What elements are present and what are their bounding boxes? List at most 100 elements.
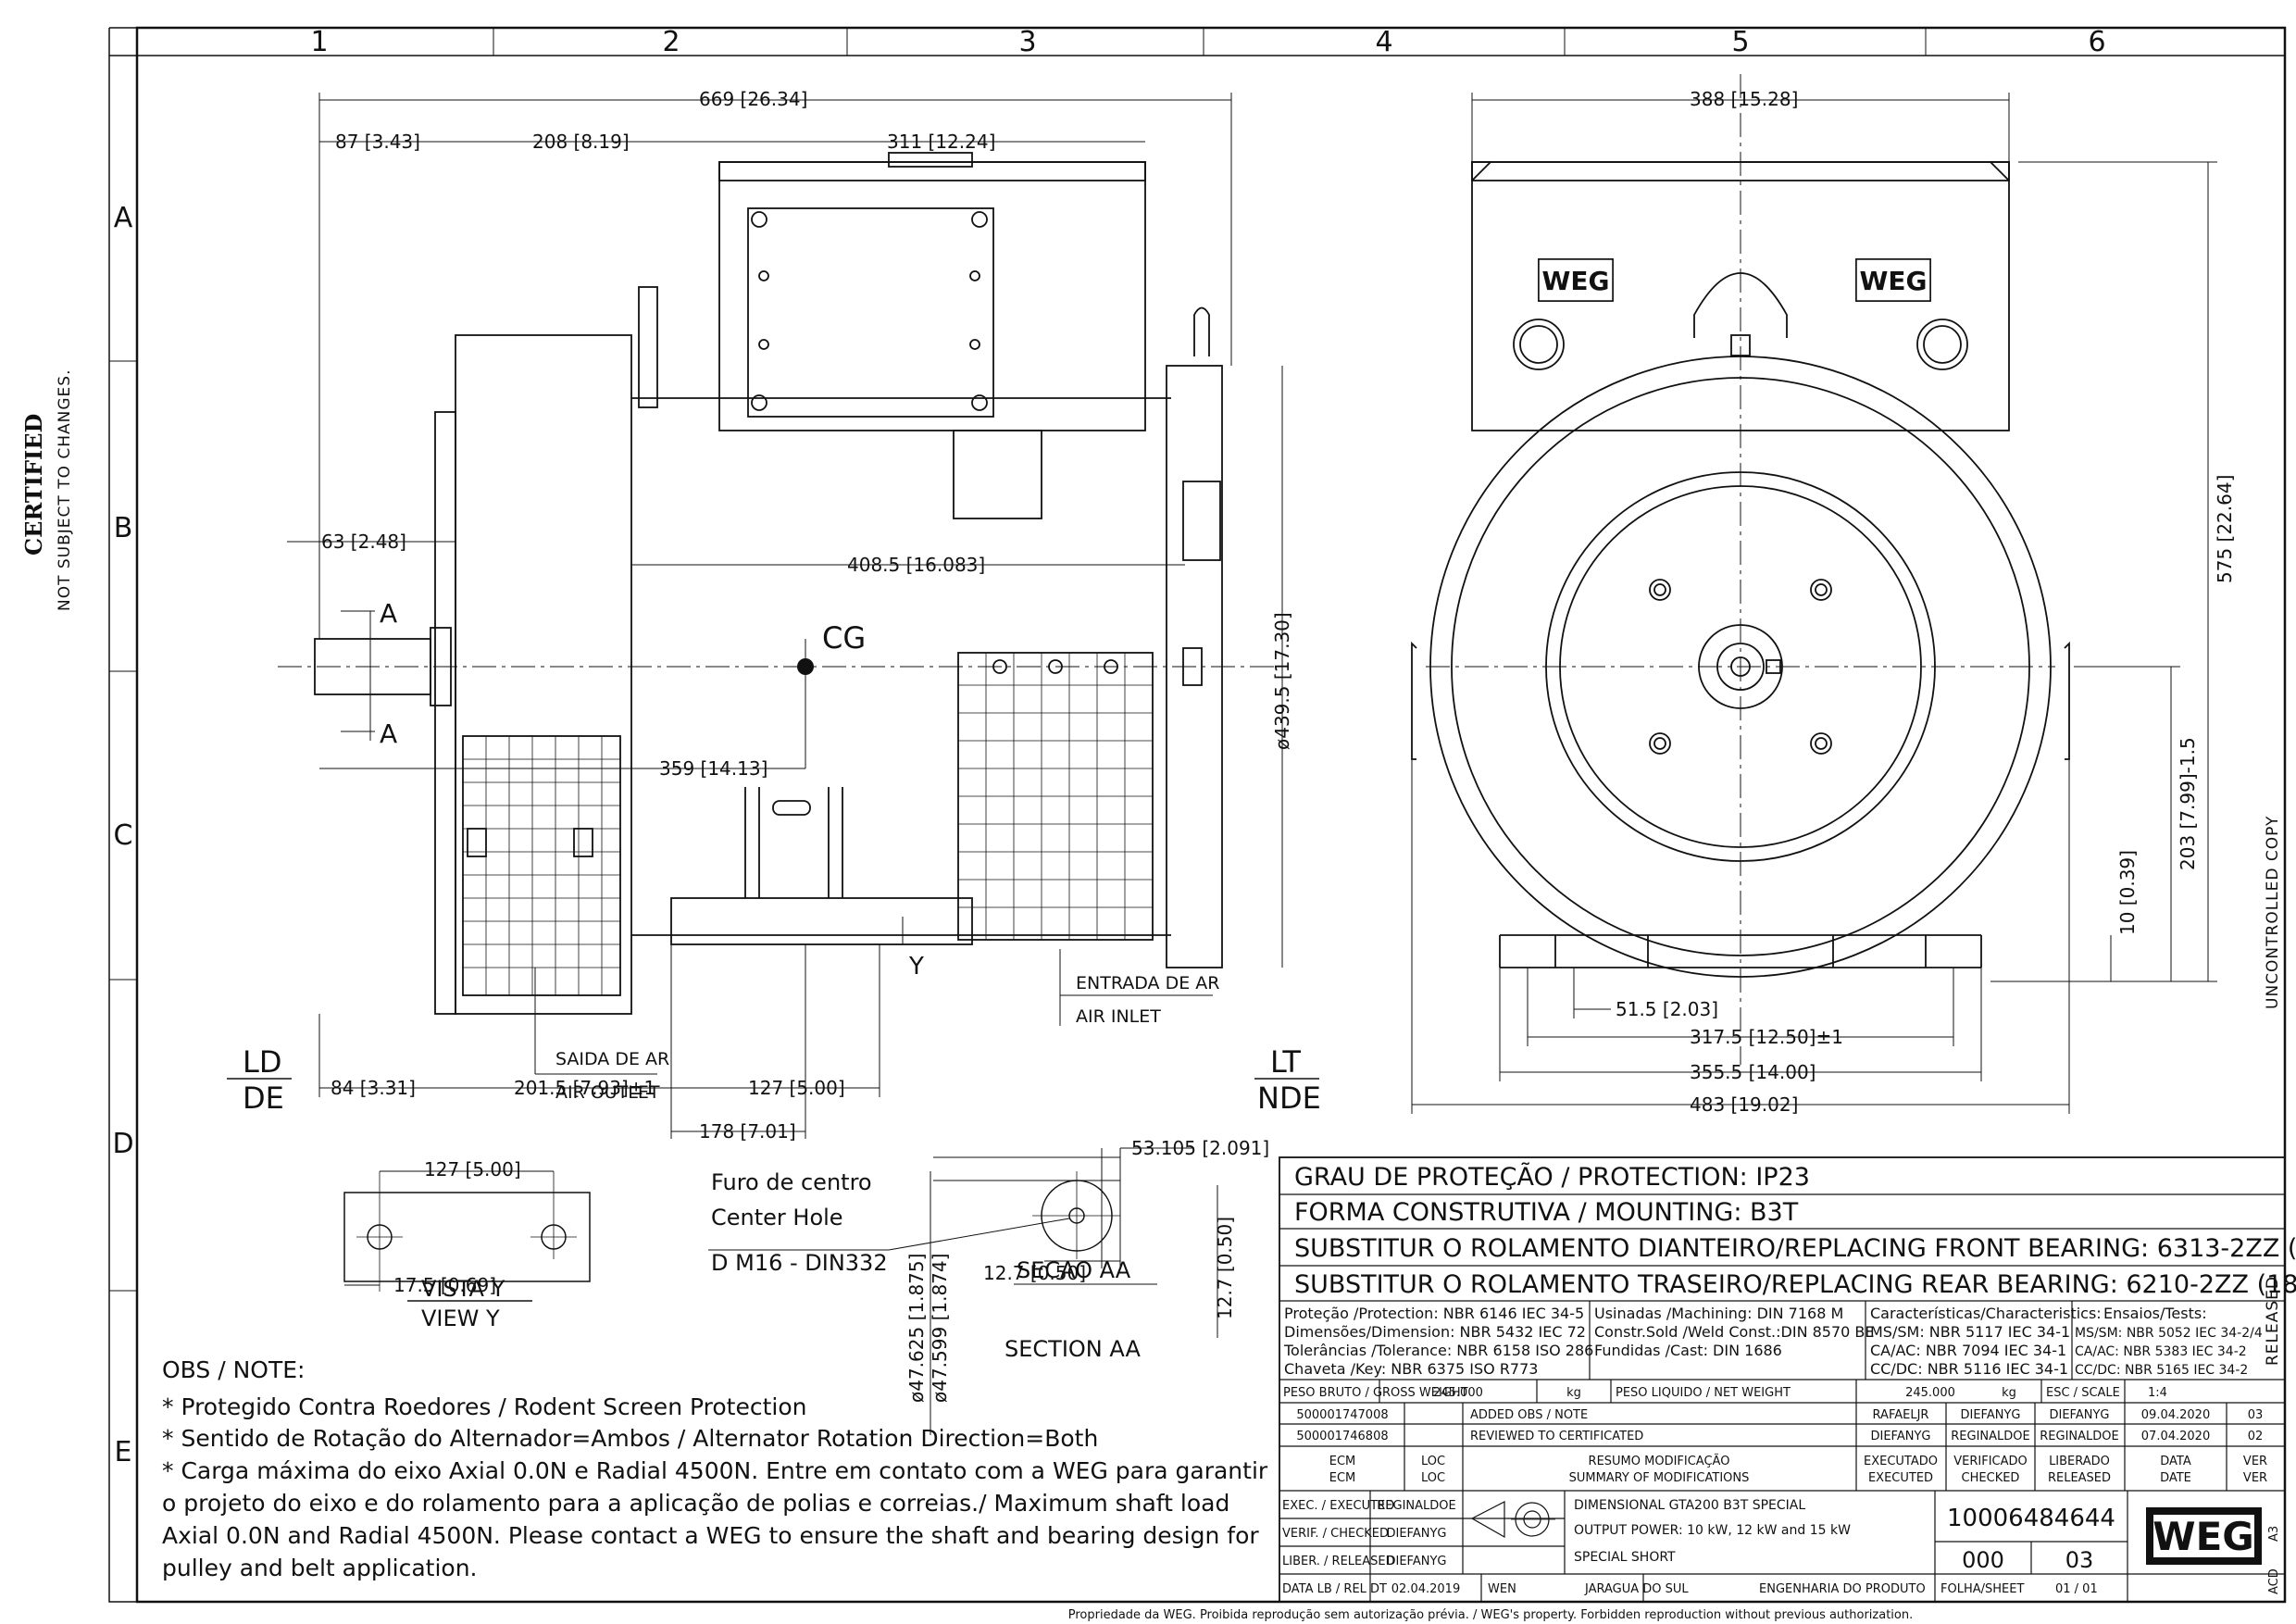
section-dia-47-625: ø47.625 [1.875] [905, 1254, 928, 1403]
department-label: ENGENHARIA DO PRODUTO [1759, 1582, 1926, 1596]
dim-355: 355.5 [14.00] [1690, 1061, 1816, 1083]
front-logo-right: WEG [1860, 266, 1928, 296]
std-dimension: Dimensões/Dimension: NBR 5432 IEC 72 [1284, 1323, 1586, 1341]
dim-width-388: 388 [15.28] [1690, 88, 1798, 110]
std-tests-ca: CA/AC: NBR 5383 IEC 34-2 [2075, 1344, 2247, 1359]
side-view-geometry [227, 93, 1319, 1139]
title-block-headings: GRAU DE PROTEÇÃO / PROTECTION: IP23 FORM… [1294, 1162, 2296, 1299]
dim-483: 483 [19.02] [1690, 1093, 1798, 1116]
gross-weight-unit: kg [1566, 1386, 1581, 1400]
zone-col-6: 6 [2088, 26, 2105, 58]
hdr-released-en: RELEASED [2048, 1471, 2111, 1485]
de-label-en: DE [243, 1081, 284, 1116]
std-cast: Fundidas /Cast: DIN 1686 [1594, 1342, 1782, 1359]
gross-weight-label: PESO BRUTO / GROSS WEIGHT [1283, 1386, 1468, 1400]
dim-87: 87 [3.43] [335, 131, 420, 153]
release-date-label: DATA LB / REL DT [1282, 1582, 1387, 1596]
footer-property-notice: Propriedade da WEG. Proibida reprodução … [1068, 1608, 1914, 1622]
drawing-desc-1: DIMENSIONAL GTA200 B3T SPECIAL [1574, 1498, 1805, 1513]
hdr-checked-en: CHECKED [1962, 1471, 2020, 1485]
dim-63: 63 [2.48] [321, 531, 406, 553]
zone-row-b: B [114, 512, 133, 544]
dim-178: 178 [7.01] [699, 1120, 796, 1143]
std-protection: Proteção /Protection: NBR 6146 IEC 34-5 [1284, 1305, 1584, 1322]
zone-row-d: D [112, 1128, 133, 1160]
std-characteristics: Características/Characteristics: [1870, 1305, 2102, 1322]
front-view-geometry [1411, 74, 2217, 1114]
net-weight-value: 245.000 [1905, 1386, 1955, 1400]
rev2-ecm: 500001746808 [1296, 1430, 1388, 1443]
section-aa-geometry [708, 1147, 1218, 1435]
zone-row-e: E [115, 1436, 132, 1468]
released-name: DIEFANYG [1387, 1555, 1447, 1568]
section-dim-53: 53.105 [2.091] [1131, 1137, 1269, 1159]
air-inlet-en: AIR INLET [1076, 1006, 1161, 1027]
checked-name: DIEFANYG [1387, 1527, 1447, 1541]
weight-row: PESO BRUTO / GROSS WEIGHT 245.000 kg PES… [1283, 1386, 2167, 1400]
standards-block: Proteção /Protection: NBR 6146 IEC 34-5 … [1283, 1305, 2263, 1378]
net-weight-unit: kg [2002, 1386, 2016, 1400]
std-char-cc: CC/DC: NBR 5116 IEC 34-1 [1870, 1360, 2068, 1378]
sheet-label: FOLHA/SHEET [1940, 1582, 2024, 1596]
std-tests: Ensaios/Tests: [2103, 1305, 2207, 1322]
note-shaft-load-3: Axial 0.0N and Radial 4500N. Please cont… [162, 1522, 1259, 1549]
air-inlet-pt: ENTRADA DE AR [1076, 973, 1219, 993]
dim-311: 311 [12.24] [887, 131, 995, 153]
wen-label: WEN [1488, 1582, 1516, 1596]
revision-row-1: 500001747008 ADDED OBS / NOTE RAFAELJR D… [1296, 1408, 2263, 1422]
cg-label: CG [822, 620, 866, 656]
city-label: JARAGUA DO SUL [1584, 1582, 1689, 1596]
hdr-executed: EXECUTADO [1864, 1455, 1938, 1468]
rev1-exec: RAFAELJR [1873, 1408, 1929, 1422]
revision-a: 000 [1962, 1547, 2004, 1573]
scale-label: ESC / SCALE [2046, 1386, 2120, 1400]
rev1-check: DIEFANYG [1961, 1408, 2021, 1422]
section-dim-12-7-vertical: 12.7 [0.50] [1214, 1217, 1236, 1319]
nde-label-pt: LT [1270, 1044, 1301, 1080]
zone-col-5: 5 [1731, 26, 1749, 58]
section-dim-12-7-horizontal: 12.7 [0.50] [983, 1262, 1086, 1284]
nde-label-en: NDE [1257, 1081, 1321, 1116]
rev1-rel: DIEFANYG [2050, 1408, 2110, 1422]
front-view-logos: WEG WEG [1538, 258, 1931, 302]
drawing-frame [108, 26, 2287, 1604]
dim-height-575: 575 [22.64] [2214, 475, 2236, 583]
center-hole-thread: D M16 - DIN332 [711, 1250, 888, 1276]
rev1-ver: 03 [2248, 1408, 2264, 1422]
revision-header: ECM ECM LOC LOC RESUMO MODIFICAÇÃO SUMMA… [1329, 1454, 2267, 1485]
section-aa-title-en: SECTION AA [1004, 1336, 1141, 1362]
dim-diameter-439: ø439.5 [17.30] [1271, 612, 1293, 750]
note-shaft-load-1: * Carga máxima do eixo Axial 0.0N e Radi… [162, 1457, 1268, 1484]
std-weld: Constr.Sold /Weld Const.:DIN 8570 BE [1594, 1323, 1875, 1341]
rear-bearing-line: SUBSTITUR O ROLAMENTO TRASEIRO/REPLACING… [1294, 1270, 2296, 1299]
dim-overall-length: 669 [26.34] [699, 88, 807, 110]
weg-logo-title-block: WEG [2146, 1507, 2262, 1565]
section-aa-title-pt: SECAO AA [1017, 1257, 1131, 1283]
hdr-ver: VER [2243, 1455, 2267, 1468]
hdr-ecm-en: ECM [1329, 1471, 1356, 1485]
released-label: LIBER. / RELEASED [1282, 1555, 1395, 1568]
std-key: Chaveta /Key: NBR 6375 ISO R773 [1284, 1360, 1538, 1378]
rev2-date: 07.04.2020 [2141, 1430, 2210, 1443]
dim-201: 201.5 [7.93]±1 [514, 1077, 655, 1099]
drawing-desc-2: OUTPUT POWER: 10 kW, 12 kW and 15 kW [1574, 1523, 1851, 1538]
notes-block: OBS / NOTE: * Protegido Contra Roedores … [162, 1356, 1268, 1581]
hdr-checked: VERIFICADO [1953, 1455, 2028, 1468]
std-char-ca: CA/AC: NBR 7094 IEC 34-1 [1870, 1342, 2066, 1359]
side-view-dimension-labels: 669 [26.34] 87 [3.43] 208 [8.19] 311 [12… [321, 88, 1293, 1143]
rev2-rel: REGINALDOE [2040, 1430, 2118, 1443]
drawing-number: 10006484644 [1947, 1505, 2115, 1532]
hdr-ver-en: VER [2243, 1471, 2267, 1485]
approval-block: EXEC. / EXECUTED REGINALDOE VERIF. / CHE… [1282, 1498, 2098, 1596]
executed-label: EXEC. / EXECUTED [1282, 1499, 1394, 1513]
hdr-loc-en: LOC [1421, 1471, 1445, 1485]
release-date-value: 02.04.2019 [1391, 1582, 1460, 1596]
sheet-value: 01 / 01 [2055, 1582, 2098, 1596]
rev1-date: 09.04.2020 [2141, 1408, 2210, 1422]
de-label-pt: LD [243, 1044, 281, 1080]
hdr-released: LIBERADO [2049, 1455, 2110, 1468]
std-tests-ms: MS/SM: NBR 5052 IEC 34-2/4 [2075, 1326, 2263, 1341]
scale-value: 1:4 [2148, 1386, 2167, 1400]
view-y-dim-17: 17.5 [0.69] [393, 1274, 496, 1296]
dim-359: 359 [14.13] [659, 757, 767, 780]
